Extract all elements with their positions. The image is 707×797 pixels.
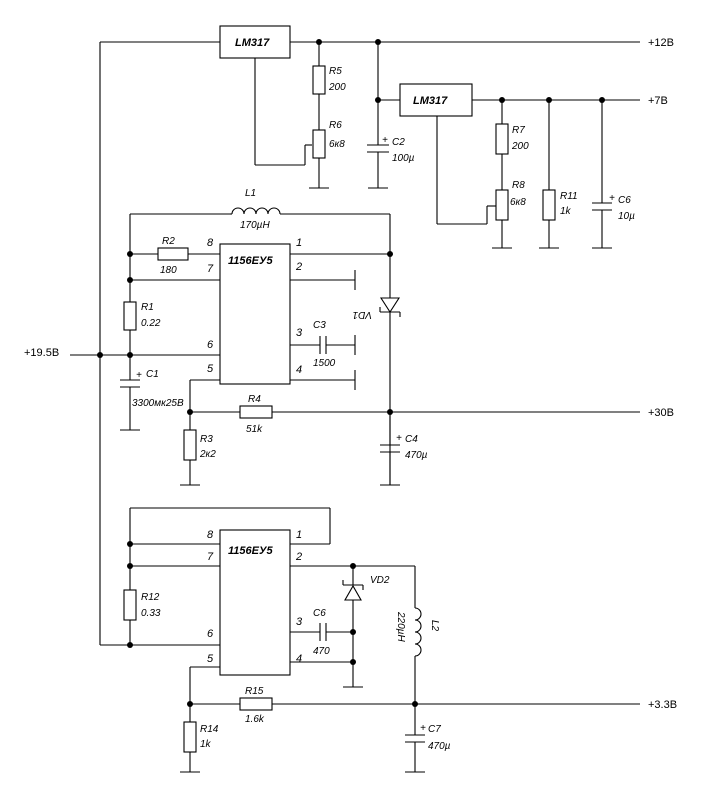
label-pins-p1: 1 <box>296 529 302 541</box>
resistor-r2 <box>157 247 189 261</box>
label-pins-p4: 4 <box>296 364 302 376</box>
label-pins-p5: 5 <box>207 363 214 375</box>
label-pins-p2: 2 <box>295 551 302 563</box>
label-components-r3-value: 2к2 <box>199 449 216 460</box>
label-polarity: + <box>382 135 388 146</box>
converter-u3: 1156ЕУ5 <box>219 243 291 385</box>
diode-vd1 <box>379 297 401 314</box>
label-components-c7-value: 470µ <box>428 741 451 752</box>
regulator-u1-label: LM317 <box>235 37 270 49</box>
label-components-r4-ref: R4 <box>248 394 261 405</box>
label-components-r11-value: 1k <box>560 206 572 217</box>
label-components-c2-ref: C2 <box>392 137 405 148</box>
label-components-r2-ref: R2 <box>162 236 175 247</box>
label-components-c2-value: 100µ <box>392 153 415 164</box>
label-components-c1-value: 3300мк25В <box>132 398 184 409</box>
input-bus <box>70 41 220 646</box>
rail-label-input: +19.5В <box>24 347 59 359</box>
label-components-r1-ref: R1 <box>141 302 154 313</box>
label-components-r12-ref: R12 <box>141 592 160 603</box>
label-components-r4-value: 51k <box>246 424 263 435</box>
label-components-r8-value: 6к8 <box>510 197 526 208</box>
label-pins-p7: 7 <box>207 263 214 275</box>
label-pins-p8: 8 <box>207 237 214 249</box>
label-components-r6-value: 6к8 <box>329 139 345 150</box>
resistor-r15 <box>239 697 273 711</box>
converter-u3-label: 1156ЕУ5 <box>228 255 273 267</box>
label-components-c3-ref: C3 <box>313 320 326 331</box>
label-components-r15-value: 1.6k <box>245 714 265 725</box>
resistor-r5 <box>312 65 326 95</box>
label-components-c6b-ref: C6 <box>618 195 631 206</box>
label-pins-p4: 4 <box>296 653 302 665</box>
label-components-l2-ref: L2 <box>429 620 440 632</box>
label-components-r14-value: 1k <box>200 739 212 750</box>
label-pins-p2: 2 <box>295 261 302 273</box>
resistor-r3 <box>183 429 197 461</box>
label-components-c6-ref: C6 <box>313 608 326 619</box>
label-components-r14-ref: R14 <box>200 724 219 735</box>
label-components-r11-ref: R11 <box>560 191 578 202</box>
rail-label-7v: +7В <box>648 95 668 107</box>
label-components-l2-value: 220µH <box>395 611 406 642</box>
rail-label-12v: +12В <box>648 37 674 49</box>
label-pins-p6: 6 <box>207 628 214 640</box>
resistor-r7 <box>495 123 509 155</box>
label-pins-p3: 3 <box>296 327 303 339</box>
label-components-r5-value: 200 <box>328 82 346 93</box>
label-components-vd2-ref: VD2 <box>370 575 390 586</box>
label-polarity: + <box>136 370 142 381</box>
rail-label-3v3: +3.3В <box>648 699 677 711</box>
resistor-r14 <box>183 721 197 753</box>
resistor-r12 <box>123 589 137 621</box>
resistor-r8 <box>495 189 509 221</box>
label-components-l1-value: 170µH <box>240 220 270 231</box>
label-components-r2-value: 180 <box>160 265 177 276</box>
resistor-r1 <box>123 301 137 331</box>
inductor-l2 <box>414 607 422 657</box>
regulator-u2: LM317 <box>399 83 473 117</box>
label-components-r3-ref: R3 <box>200 434 213 445</box>
resistor-r6 <box>312 129 326 159</box>
label-components-c3-value: 1500 <box>313 358 336 369</box>
regulator-u1: LM317 <box>219 25 291 59</box>
label-components-c7-ref: C7 <box>428 724 441 735</box>
label-polarity: + <box>420 723 426 734</box>
rail-label-30v: +30В <box>648 407 674 419</box>
label-components-vd1-ref: VD1 <box>353 309 372 320</box>
label-pins-p5: 5 <box>207 653 214 665</box>
label-pins-p3: 3 <box>296 616 303 628</box>
label-components-r1-value: 0.22 <box>141 318 161 329</box>
label-components-c4-ref: C4 <box>405 434 418 445</box>
regulator-u2-label: LM317 <box>413 95 448 107</box>
label-components-r7-value: 200 <box>511 141 529 152</box>
label-components-r8-ref: R8 <box>512 180 525 191</box>
resistor-r11 <box>542 189 556 221</box>
inductor-l1 <box>231 207 281 215</box>
converter-u4: 1156ЕУ5 <box>219 529 291 676</box>
resistor-r4 <box>239 405 273 419</box>
label-components-r7-ref: R7 <box>512 125 525 136</box>
label-components-r6-ref: R6 <box>329 120 342 131</box>
label-pins-p8: 8 <box>207 529 214 541</box>
label-polarity: + <box>396 433 402 444</box>
label-components-l1-ref: L1 <box>245 188 256 199</box>
label-pins-p1: 1 <box>296 237 302 249</box>
converter-u4-label: 1156ЕУ5 <box>228 545 273 557</box>
label-components-c6b-value: 10µ <box>618 211 635 222</box>
label-components-r15-ref: R15 <box>245 686 264 697</box>
label-components-c1-ref: C1 <box>146 369 159 380</box>
label-pins-p7: 7 <box>207 551 214 563</box>
label-pins-p6: 6 <box>207 339 214 351</box>
label-components-c6-value: 470 <box>313 646 330 657</box>
diode-vd2 <box>344 584 362 601</box>
label-polarity: + <box>609 193 615 204</box>
label-components-r5-ref: R5 <box>329 66 342 77</box>
label-components-r12-value: 0.33 <box>141 608 161 619</box>
label-components-c4-value: 470µ <box>405 450 428 461</box>
